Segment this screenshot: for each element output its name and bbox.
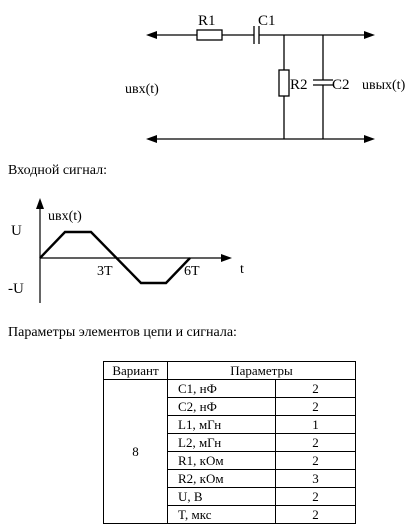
param-value: 2 bbox=[275, 397, 356, 416]
r2-resistor bbox=[278, 69, 290, 97]
table-row: C2, нФ 2 bbox=[104, 397, 356, 416]
signal-t-axis-arrow bbox=[221, 254, 232, 262]
params-header-row: Вариант Параметры bbox=[103, 361, 356, 380]
table-row: U, В 2 bbox=[104, 487, 356, 506]
c1-label: C1 bbox=[258, 13, 276, 29]
signal-waveform bbox=[39, 230, 191, 285]
header-variant: Вариант bbox=[103, 361, 168, 380]
param-name: L2, мГн bbox=[167, 433, 276, 452]
table-row: L1, мГн 1 bbox=[104, 415, 356, 434]
table-row: L2, мГн 2 bbox=[104, 433, 356, 452]
top-left-arrow bbox=[146, 31, 157, 39]
table-row: T, мкс 2 bbox=[104, 505, 356, 524]
signal-3t-label: 3T bbox=[97, 264, 113, 279]
table-row: 8 C1, нФ 2 bbox=[103, 379, 356, 524]
param-name: L1, мГн bbox=[167, 415, 276, 434]
r1-resistor bbox=[196, 29, 223, 41]
top-right-arrow bbox=[364, 31, 375, 39]
param-value: 2 bbox=[275, 451, 356, 470]
param-value: 1 bbox=[275, 415, 356, 434]
header-params: Параметры bbox=[167, 361, 356, 380]
params-heading: Параметры элементов цепи и сигнала: bbox=[8, 325, 237, 340]
param-value: 2 bbox=[275, 379, 356, 398]
bottom-right-arrow bbox=[364, 135, 375, 143]
param-name: U, В bbox=[167, 487, 276, 506]
r1-label: R1 bbox=[198, 13, 216, 29]
bottom-left-arrow bbox=[146, 135, 157, 143]
param-value: 2 bbox=[275, 433, 356, 452]
param-value: 3 bbox=[275, 469, 356, 488]
table-row: R2, кОм 3 bbox=[104, 469, 356, 488]
signal-u-neg-label: -U bbox=[8, 281, 24, 297]
params-table: Вариант Параметры 8 C1, нФ 2 C2, нФ 2 L1… bbox=[103, 361, 356, 524]
param-name: T, мкс bbox=[167, 505, 276, 524]
signal-6t-label: 6T bbox=[184, 264, 200, 279]
input-voltage-label: uвх(t) bbox=[125, 82, 159, 97]
input-signal-heading: Входной сигнал: bbox=[8, 163, 107, 178]
signal-u-pos-label: U bbox=[11, 223, 22, 239]
signal-t-label: t bbox=[240, 262, 244, 277]
param-name: C1, нФ bbox=[167, 379, 276, 398]
variant-number: 8 bbox=[103, 379, 168, 524]
param-name: R1, кОм bbox=[167, 451, 276, 470]
c2-label: C2 bbox=[332, 77, 350, 93]
param-value: 2 bbox=[275, 505, 356, 524]
output-voltage-label: uвых(t) bbox=[362, 78, 406, 93]
signal-y-axis-arrow bbox=[36, 198, 44, 209]
param-value: 2 bbox=[275, 487, 356, 506]
signal-axis-label: uвх(t) bbox=[48, 209, 82, 224]
param-name: R2, кОм bbox=[167, 469, 276, 488]
table-row: R1, кОм 2 bbox=[104, 451, 356, 470]
r2-label: R2 bbox=[290, 77, 308, 93]
param-name: C2, нФ bbox=[167, 397, 276, 416]
